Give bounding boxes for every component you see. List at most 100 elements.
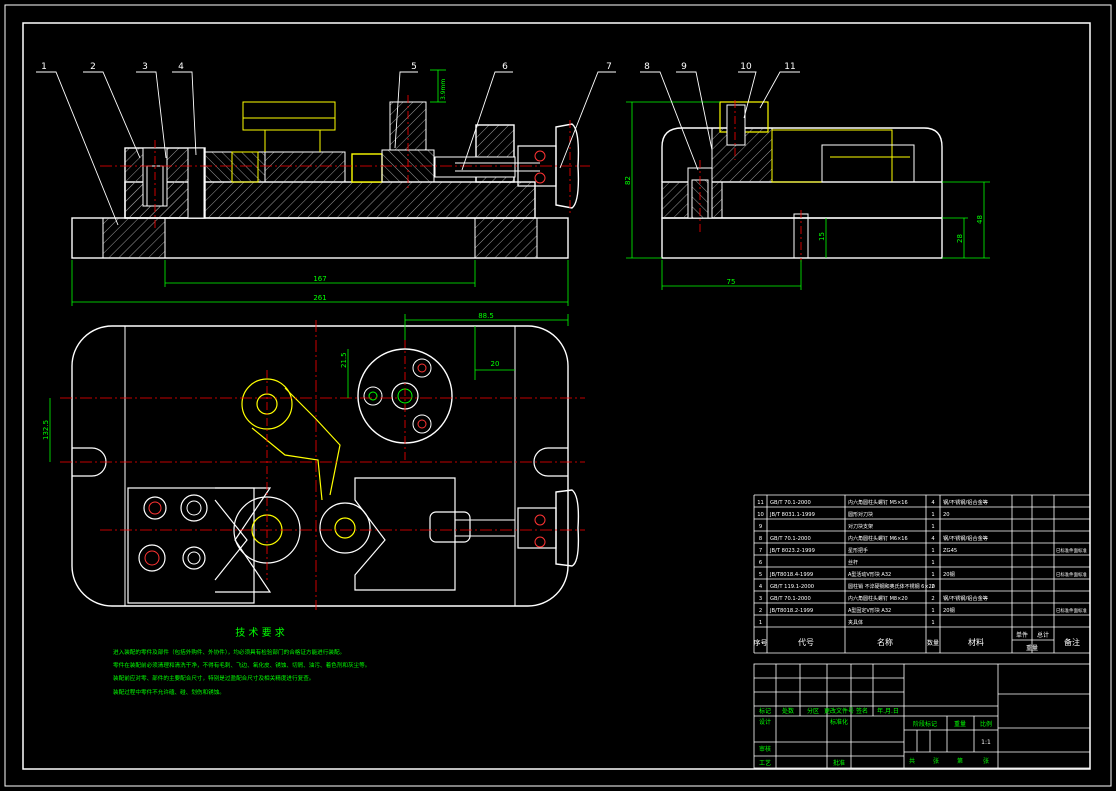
- balloon-3: 3: [142, 62, 148, 72]
- bom-row-name: 圆柱销 不淬硬钢和奥氏体不锈钢 6×20: [848, 583, 935, 590]
- bom-row-material: 钢/不锈钢/铝合金等: [943, 594, 988, 602]
- bom-row-code: JB/T 8023.2-1999: [769, 548, 815, 554]
- bom-header-single: 单件: [1016, 631, 1028, 639]
- dim-side-right-1: 48: [976, 215, 984, 224]
- bom-row-code: GB/T 119.1-2000: [770, 584, 814, 590]
- note-line-3: 装配前应对零、部件的主要配合尺寸，特别是过盈配合尺寸及相关精度进行复查。: [113, 674, 314, 682]
- bom-row-code: JB/T8018.2-1999: [769, 608, 813, 614]
- bom-row-note: 已标准件面标准: [1056, 571, 1087, 578]
- front-view: [71, 69, 590, 306]
- bom-row-no: 4: [759, 584, 763, 590]
- tb-stage: 阶段标记: [913, 720, 937, 728]
- dim-top-height: 132.5: [42, 420, 50, 440]
- dim-side-right-2: 28: [956, 234, 964, 243]
- bom-header-no: 序号: [754, 638, 768, 647]
- bom-row-qty: 4: [931, 536, 935, 542]
- dim-vertical-note: 3.9mm: [440, 79, 447, 100]
- balloon-8: 8: [644, 62, 650, 72]
- bom-row-name: 星形把手: [848, 547, 868, 554]
- bom-row-qty: 1: [931, 548, 934, 554]
- bom-header-weight: 重量: [1026, 644, 1038, 652]
- bom-row-code: GB/T 70.1-2000: [770, 500, 811, 506]
- bom-row-note: 已标准件面标准: [1056, 547, 1087, 554]
- technical-notes: 技 术 要 求 进入装配的零件及部件（包括外购件、外协件），均必须具有检验部门的…: [113, 626, 370, 696]
- tb-sheets-label: 张: [933, 757, 939, 765]
- inner-border: [22, 22, 1091, 770]
- bom-row-no: 10: [757, 512, 764, 518]
- tb-design: 设计: [759, 718, 771, 726]
- bom-row-qty: 2: [931, 596, 934, 602]
- outer-border: [4, 4, 1112, 787]
- balloon-4: 4: [178, 62, 184, 72]
- balloon-1: 1: [41, 62, 47, 72]
- tb-zone: 分区: [807, 707, 819, 715]
- bom-row-name: 内六角圆柱头螺钉 M6×16: [848, 535, 908, 542]
- title-block-text: 标记 处数 分区 更改文件号 签名 年.月.日 设计 标准化 阶段标记 重量 比…: [759, 707, 992, 767]
- bom-row-name: A型活动V形块 A32: [848, 571, 891, 578]
- leader-lines: [36, 71, 800, 226]
- bom-row-name: 丝杆: [848, 559, 858, 566]
- bom-row-no: 1: [759, 620, 762, 626]
- bom-header-material: 材料: [968, 637, 984, 647]
- balloon-9: 9: [681, 62, 687, 72]
- balloon-labels: 1 2 3 4 5 6 7 8 9 10 11: [41, 62, 796, 72]
- bom-row-material: ZG45: [943, 548, 957, 554]
- tb-page-label: 第: [957, 757, 963, 765]
- bom-header-code: 代号: [798, 637, 814, 647]
- bom-row-note: 已标准件面标准: [1056, 607, 1087, 614]
- note-line-1: 进入装配的零件及部件（包括外购件、外协件），均必须具有检验部门的合格证方能进行装…: [113, 648, 345, 656]
- tb-mark: 标记: [759, 707, 771, 715]
- bom-row-no: 5: [759, 572, 762, 578]
- bom-row-code: GB/T 70.1-2000: [770, 596, 811, 602]
- bom-row-qty: 1: [931, 560, 934, 566]
- bom-row-no: 11: [757, 500, 764, 506]
- tb-date: 年.月.日: [877, 707, 899, 715]
- dim-front-inner: 167: [313, 275, 326, 283]
- bom-row-material: 钢/不锈钢/铝合金等: [943, 534, 988, 542]
- tb-approve: 批准: [833, 759, 845, 767]
- bom-header-note: 备注: [1064, 637, 1080, 647]
- bom-row-code: JB/T8018.4-1999: [769, 572, 813, 578]
- top-view: [49, 314, 585, 610]
- dim-side-height: 82: [624, 176, 632, 185]
- tb-scale-value: 1:1: [981, 739, 991, 746]
- bom-row-name: 对刀块支架: [848, 523, 873, 530]
- tb-standard: 标准化: [830, 718, 848, 726]
- balloon-11: 11: [784, 62, 795, 72]
- bom-header-total: 总计: [1037, 631, 1049, 639]
- side-view: [626, 100, 990, 290]
- note-line-2: 零件在装配前必须清理和清洗干净，不得有毛刺、飞边、氧化皮、锈蚀、切屑、油污、着色…: [113, 661, 370, 669]
- dim-side-mid: 15: [818, 232, 826, 241]
- bom-row-qty: 4: [931, 500, 935, 506]
- bom-row-no: 2: [759, 608, 762, 614]
- bom-row-no: 7: [759, 548, 762, 554]
- bom-row-code: JB/T 8031.1-1999: [769, 512, 815, 518]
- bom-row-name: A型固定V形块 A32: [848, 607, 891, 614]
- balloon-10: 10: [740, 62, 752, 72]
- bom-row-name: 夹具体: [848, 619, 863, 626]
- bom-row-name: 圆形对刀块: [848, 511, 873, 518]
- bom-row-no: 8: [759, 536, 762, 542]
- bom-row-qty: 1: [931, 512, 934, 518]
- tb-total-label: 共: [909, 757, 915, 765]
- tb-change-doc: 更改文件号: [824, 707, 854, 715]
- tb-scale: 比例: [980, 720, 992, 728]
- bom-header-name: 名称: [877, 637, 893, 647]
- dim-top-small: 20: [491, 360, 500, 368]
- title-block: [753, 663, 1091, 769]
- bom-row-no: 6: [759, 560, 762, 566]
- notes-title: 技 术 要 求: [235, 626, 285, 639]
- tb-count: 处数: [782, 707, 794, 715]
- bom-row-qty: 1: [931, 572, 934, 578]
- bom-row-qty: 1: [931, 620, 934, 626]
- dim-side-width: 75: [727, 278, 736, 286]
- tb-weight: 重量: [954, 720, 966, 728]
- dim-top-offset: 21.5: [340, 352, 348, 368]
- bom-row-material: 钢/不锈钢/铝合金等: [943, 498, 988, 506]
- bom-row-name: 内六角圆柱头螺钉 M8×20: [848, 595, 908, 602]
- balloon-7: 7: [606, 62, 612, 72]
- balloon-2: 2: [90, 62, 96, 72]
- bom-row-material: 20钢: [943, 606, 955, 614]
